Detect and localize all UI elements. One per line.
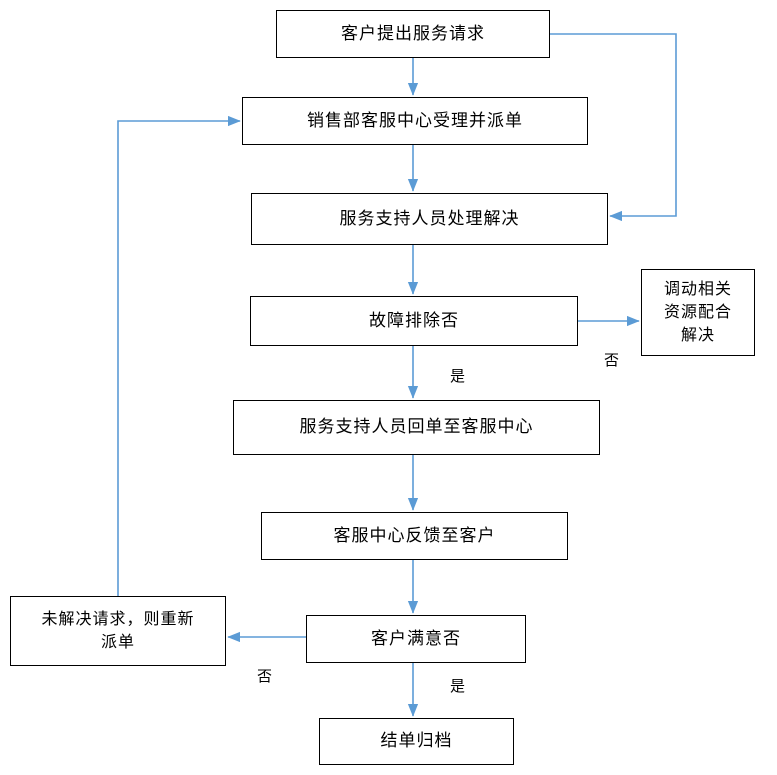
- node-satisfied-check[interactable]: 客户满意否: [306, 615, 526, 663]
- node-feedback-to-center[interactable]: 服务支持人员回单至客服中心: [233, 400, 600, 455]
- node-archive[interactable]: 结单归档: [319, 718, 514, 765]
- edge-label-satisfied-yes: 是: [450, 678, 467, 695]
- node-feedback-to-customer[interactable]: 客服中心反馈至客户: [261, 512, 568, 560]
- node-fault-check[interactable]: 故障排除否: [250, 296, 578, 346]
- node-request[interactable]: 客户提出服务请求: [276, 10, 550, 58]
- edge-request-to-support: [550, 33, 677, 222]
- edge-label-fault-no: 否: [604, 352, 621, 369]
- edge-label-satisfied-no: 否: [257, 668, 274, 685]
- edge-label-fault-yes: 是: [450, 368, 467, 385]
- node-unsolved-redispatch[interactable]: 未解决请求，则重新 派单: [10, 596, 226, 666]
- node-mobilize-resources[interactable]: 调动相关 资源配合 解决: [641, 269, 755, 356]
- edge-unsolved-to-dispatch: [117, 115, 241, 596]
- node-support[interactable]: 服务支持人员处理解决: [251, 193, 608, 245]
- node-dispatch[interactable]: 销售部客服中心受理并派单: [242, 97, 588, 145]
